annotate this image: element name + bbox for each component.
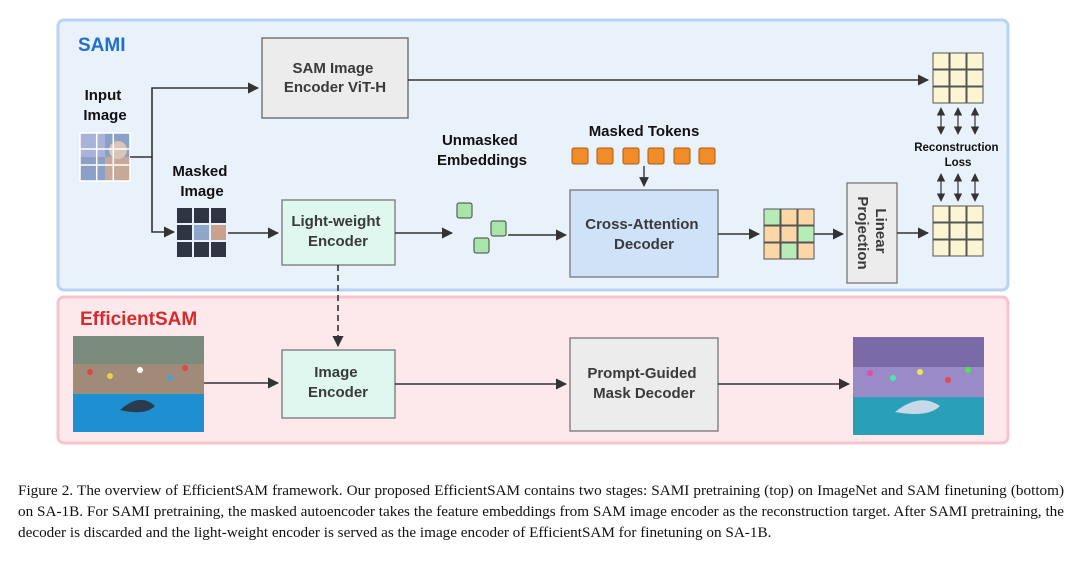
linear-projection-box xyxy=(846,182,898,284)
sam-image-encoder-label: SAM Image Encoder ViT-H xyxy=(284,60,386,96)
prompt-guided-mask-decoder-label: Prompt-Guided Mask Decoder xyxy=(587,365,700,402)
sam-image-encoder-box xyxy=(261,37,409,119)
sami-title: SAMI xyxy=(78,35,126,56)
efficientsam-title: EfficientSAM xyxy=(80,309,197,330)
masked-tokens-label: Masked Tokens xyxy=(589,123,700,140)
masked-image-label: Masked Image xyxy=(172,163,231,200)
input-image-label: Input Image xyxy=(83,87,126,124)
reconstruction-loss-arrows-bottom xyxy=(936,173,980,202)
efficientsam-output-photo xyxy=(853,337,984,435)
linear-projection-label: Linear Projection xyxy=(854,196,889,269)
masked-tokens xyxy=(571,147,716,165)
cross-attention-decoder-box xyxy=(569,189,719,278)
reconstruction-loss-arrows-top xyxy=(936,107,980,135)
prompt-guided-mask-decoder-box xyxy=(569,337,719,432)
image-encoder-label: Image Encoder xyxy=(308,364,368,401)
efficientsam-input-photo xyxy=(73,336,204,432)
cross-attention-decoder-label: Cross-Attention Decoder xyxy=(585,216,703,253)
predicted-embedding-grid xyxy=(932,205,984,257)
masked-image-grid xyxy=(177,208,226,257)
target-embedding-grid xyxy=(932,52,984,104)
decoder-output-grid xyxy=(763,208,815,260)
light-weight-encoder-label: Light-weight Encoder xyxy=(291,213,384,250)
figure-caption: Figure 2. The overview of EfficientSAM f… xyxy=(18,482,1064,541)
unmasked-embedding-tokens xyxy=(456,202,507,254)
unmasked-embeddings-label: Unmasked Embeddings xyxy=(437,132,527,169)
input-to-masked-connector xyxy=(151,157,176,238)
input-branch-connector xyxy=(130,82,260,158)
input-image-thumbnail xyxy=(79,132,131,182)
reconstruction-loss-label: Reconstruction Loss xyxy=(914,142,1002,169)
image-encoder-box xyxy=(281,349,396,419)
